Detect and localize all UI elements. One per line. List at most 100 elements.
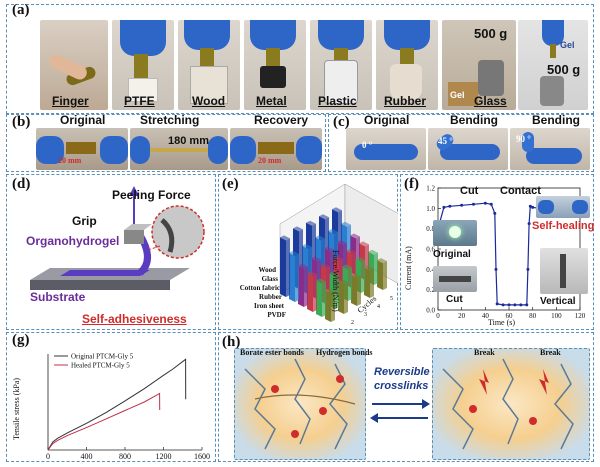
force-arrowhead (129, 186, 139, 196)
f-data-point (527, 222, 531, 226)
e-material-label: Wood (258, 266, 276, 274)
e-bar-side (370, 268, 374, 298)
g-series-line (47, 358, 187, 451)
f-data-point (460, 203, 464, 207)
gel-film (60, 270, 150, 276)
photo-weight-hang (518, 20, 588, 110)
bent-tip (522, 132, 534, 152)
e-bar-front (325, 290, 331, 322)
weight-right-label: 500 g (547, 62, 581, 77)
b-recovery-title: Recovery (254, 113, 309, 127)
glove (572, 200, 588, 214)
c-angle45: 45 ° (438, 136, 453, 146)
e-bar-side (357, 276, 361, 306)
d-peeling-label: Peeling Force (112, 188, 191, 202)
e-bar-top (359, 241, 369, 247)
g-xtick-label: 0 (46, 452, 50, 461)
e-bar-top (333, 255, 343, 261)
g-xtick-label: 400 (81, 452, 93, 461)
gel-left-label: Gel (450, 90, 465, 100)
f-data-point (493, 211, 497, 215)
e-bar-side (335, 274, 339, 309)
e-bar-side (286, 238, 290, 297)
e-bar-front (298, 265, 304, 307)
caption-ptfe: PTFE (124, 94, 155, 108)
c-bending2-title: Bending (532, 113, 580, 127)
weight-left-label: 500 g (474, 26, 508, 41)
borate-node (319, 407, 327, 415)
e-bar-side (313, 274, 317, 312)
c-photo-bending2 (510, 128, 590, 170)
panel-h-label: (h) (222, 334, 241, 350)
glove (250, 20, 296, 50)
e-material-label: Iron sheet (254, 302, 285, 310)
f-original-photo-label: Original (433, 249, 471, 260)
f-vertical-label: Vertical (540, 296, 576, 307)
e-bar-top (329, 271, 339, 277)
f-ylabel: Current (mA) (404, 246, 413, 290)
led-glow (449, 226, 461, 238)
e-zlabel: Force/Width (N/m) (331, 250, 340, 312)
photo-glass (442, 20, 516, 110)
g-ylabel: Tensile stress (kPa) (12, 377, 21, 440)
device (439, 276, 471, 282)
glove-right (208, 136, 228, 164)
f-data-point (489, 202, 493, 206)
b-stretching-title: Stretching (140, 113, 200, 127)
e-bar-front (289, 252, 295, 302)
h-borate-label: Borate ester bonds (240, 348, 304, 357)
e-material-label: Cotton fabric (240, 284, 280, 292)
e-bar-side (304, 266, 308, 307)
forward-arrowhead (422, 399, 430, 409)
e-bar-side (383, 261, 387, 290)
panel-h (218, 332, 594, 462)
borate-node (271, 385, 279, 393)
e-bar-top (293, 226, 303, 232)
b-len-orig: 20 mm (58, 156, 82, 165)
cardboard (448, 82, 478, 106)
f-ytick-label: 0.0 (426, 307, 435, 315)
glove-finger (526, 148, 582, 164)
panel-d (6, 174, 216, 330)
e-bar-top (316, 278, 326, 284)
polymer-chain (502, 358, 519, 445)
f-data-point (494, 267, 498, 271)
f-data-point (526, 267, 530, 271)
f-data-point (472, 202, 475, 206)
caption-finger: Finger (52, 94, 89, 108)
gel-right-label: Gel (560, 40, 575, 50)
gel-strip (334, 48, 348, 62)
glove-right (296, 136, 322, 164)
e-bar-front (364, 267, 370, 298)
f-data-point (448, 204, 452, 208)
network-drawing (244, 358, 356, 450)
f-xtick-label: 40 (482, 312, 490, 320)
b-photo-recovery (230, 128, 322, 170)
gel-strip (550, 44, 556, 58)
peel-diagram (30, 186, 205, 290)
f-xtick-label: 120 (575, 312, 586, 320)
panel-c-label: (c) (333, 114, 350, 130)
e-material-label: PVDF (267, 311, 286, 319)
borate-node (469, 405, 477, 413)
f-xlabel: Time (s) (488, 318, 516, 327)
e-bar-top (364, 265, 374, 271)
h-arrows (370, 399, 430, 423)
glove-right (100, 136, 128, 164)
e-bar-side (344, 282, 348, 314)
photo-metal (244, 20, 306, 110)
h-network-broken (432, 348, 590, 460)
f-xtick-label: 60 (506, 312, 514, 320)
f-data-point (501, 303, 505, 307)
photo-rubber (376, 20, 438, 110)
e-bar-top (351, 273, 361, 279)
e-bar-top (341, 221, 351, 227)
break-marker (479, 369, 489, 395)
glove-left (130, 136, 150, 164)
f-contact-label: Contact (500, 185, 541, 197)
b-len-recov: 20 mm (258, 156, 282, 165)
e-bar-top (337, 240, 347, 246)
e-cycle-tick: 4 (377, 304, 380, 310)
glove-finger (354, 144, 418, 160)
